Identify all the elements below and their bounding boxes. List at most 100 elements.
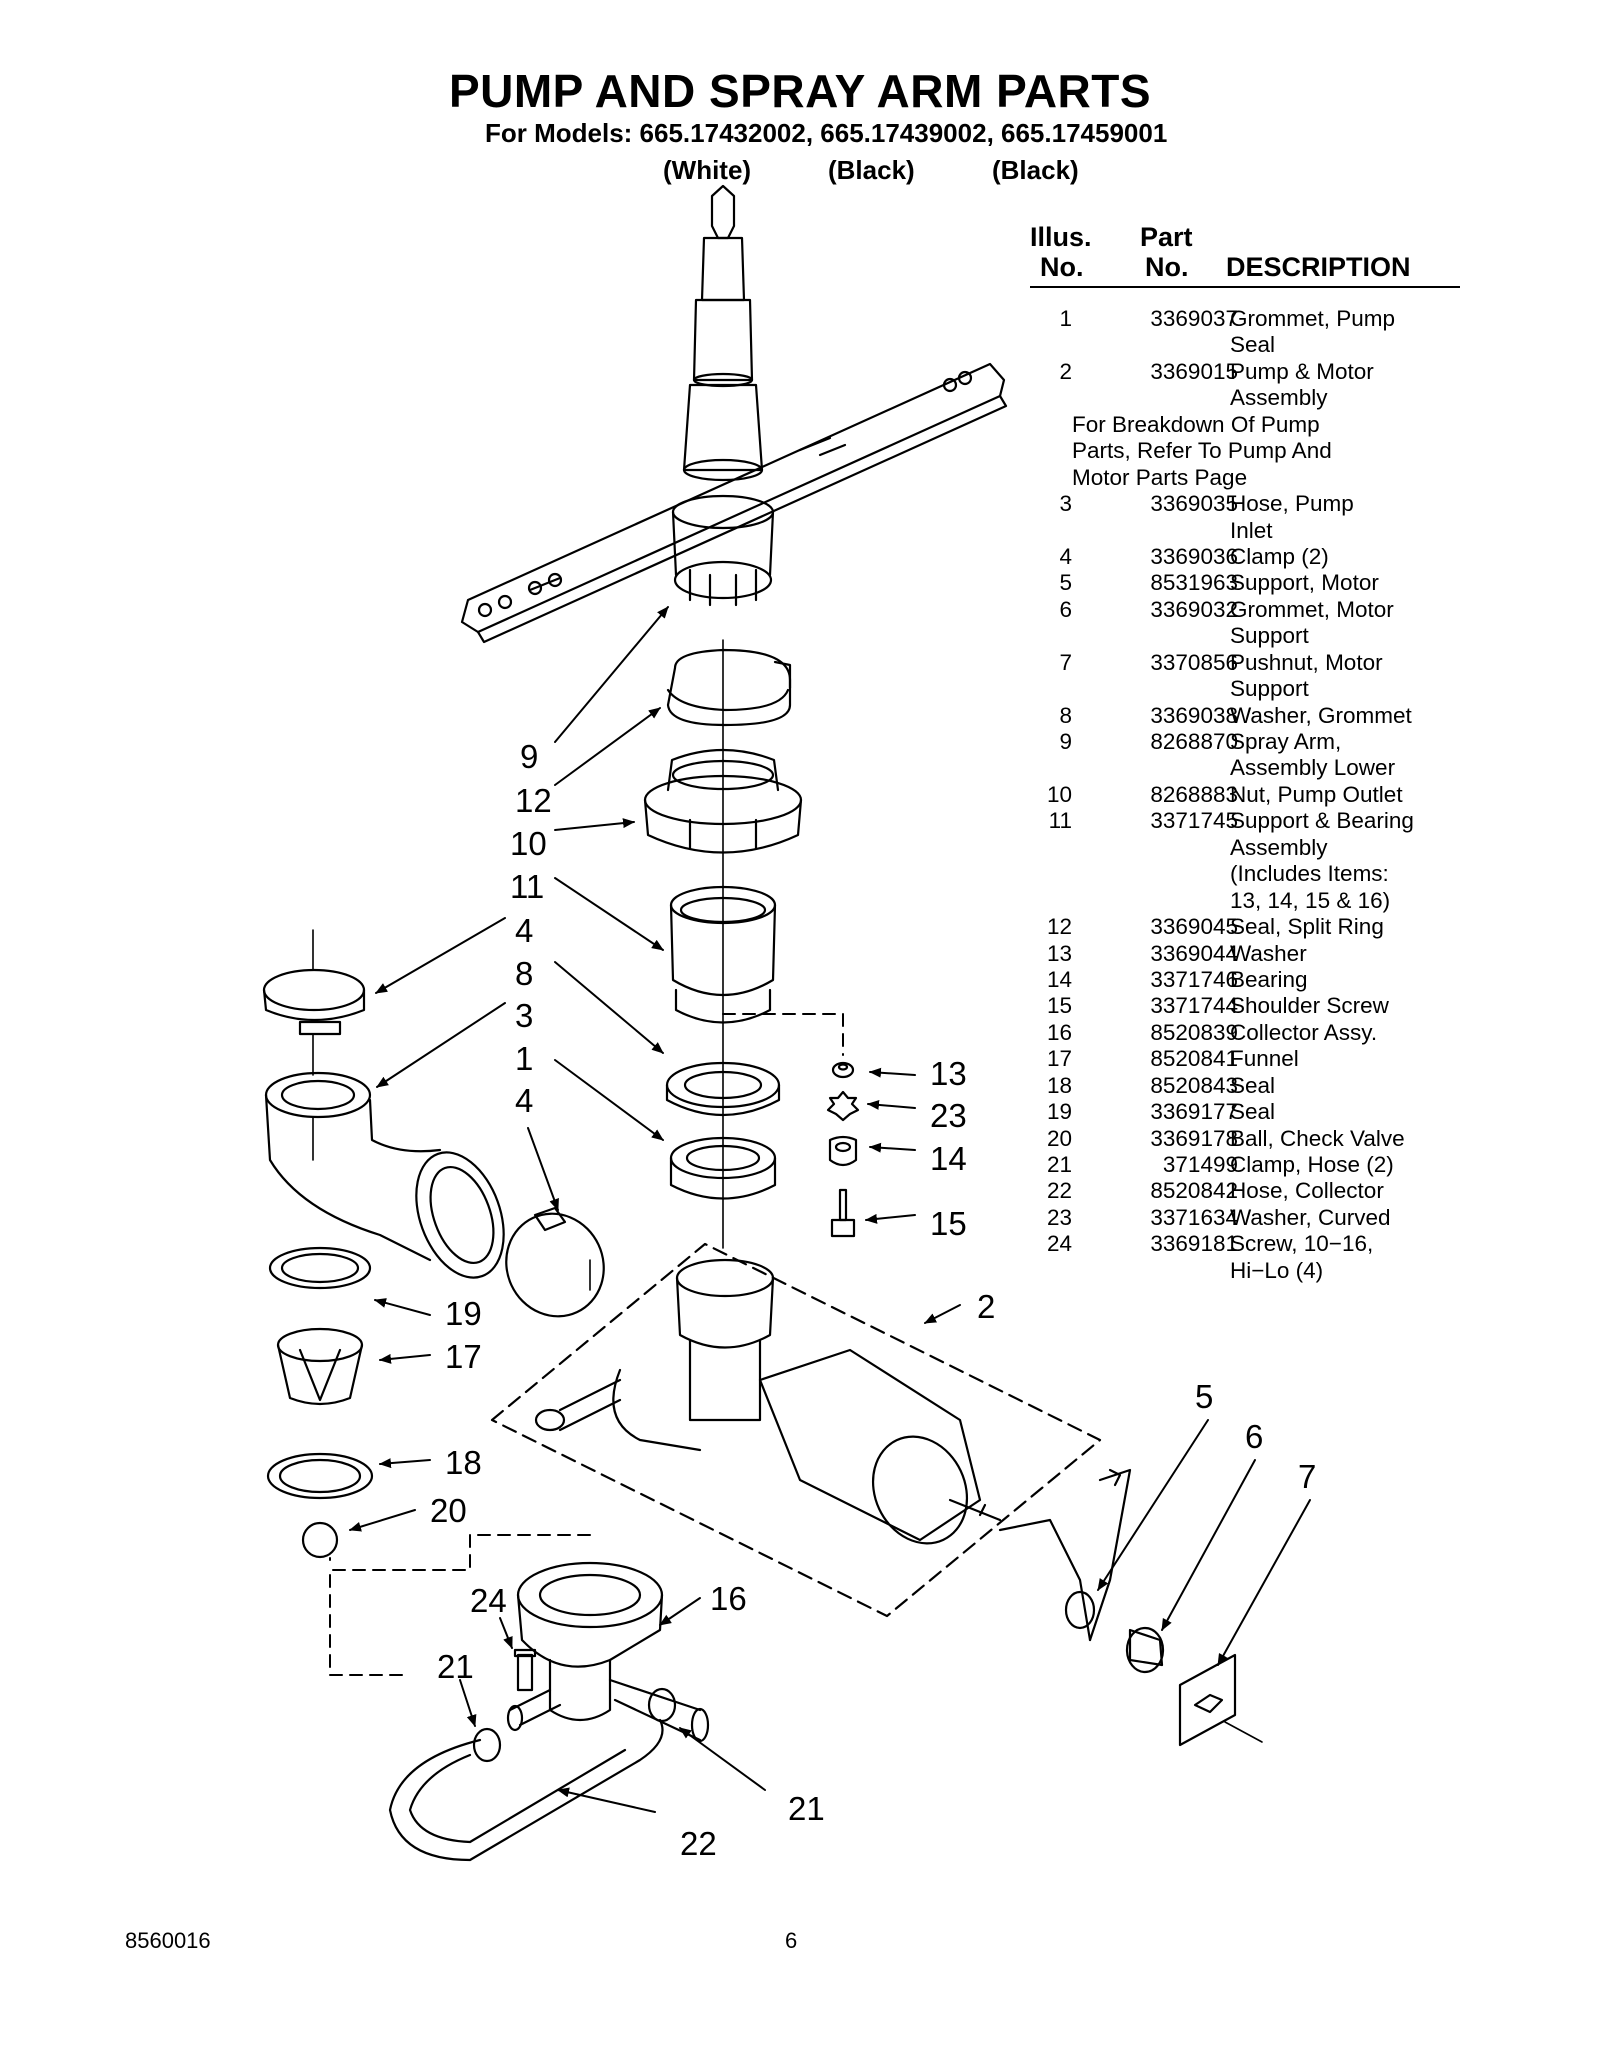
illus-number: 20 <box>1046 1125 1072 1151</box>
clamp-upper-part <box>262 968 366 1036</box>
bearing-screw-parts <box>826 1061 860 1238</box>
callout-number: 16 <box>710 1580 747 1617</box>
callout-number: 2 <box>977 1288 995 1325</box>
parts-table-row: Assembly <box>1030 835 1470 861</box>
description: Grommet, Motor <box>1230 596 1394 622</box>
hose-clamps-part <box>472 1687 677 1763</box>
description: Grommet, Pump <box>1230 306 1396 331</box>
description: Washer <box>1230 940 1307 966</box>
illus-number: 4 <box>1059 543 1072 569</box>
pump-motor-assembly-part <box>490 1242 1102 1618</box>
callout-number: 4 <box>515 912 533 949</box>
callout-number: 11 <box>510 868 544 905</box>
col-part-label: Part <box>1140 222 1193 252</box>
description: Hose, Pump <box>1230 491 1354 517</box>
illus-number: 19 <box>1046 1099 1072 1125</box>
description: Bearing <box>1230 966 1308 992</box>
description-continuation: (Includes Items: <box>1230 861 1389 887</box>
callout-number: 19 <box>445 1295 482 1332</box>
spray-arm-part <box>460 184 1008 644</box>
description: Spray Arm, <box>1230 729 1342 754</box>
part-number: 3369044 <box>1150 940 1238 966</box>
callout-number: 5 <box>1195 1378 1213 1415</box>
illus-number: 3 <box>1059 491 1072 517</box>
leader-lines <box>349 606 1311 1813</box>
collector-assembly-part <box>506 1561 710 1743</box>
illus-number: 5 <box>1059 570 1072 596</box>
callout-number: 23 <box>930 1097 967 1134</box>
part-number: 3369177 <box>1150 1099 1238 1125</box>
document-number: 8560016 <box>125 1928 211 1953</box>
part-number: 371499 <box>1162 1152 1238 1177</box>
part-number: 3369181 <box>1150 1231 1238 1257</box>
illus-number: 2 <box>1059 358 1072 384</box>
description-continuation: Assembly <box>1230 385 1328 411</box>
parts-table-header: Illus. No. Part No. DESCRIPTION <box>1030 222 1460 288</box>
callout-number: 22 <box>680 1825 717 1862</box>
part-number: 3370856 <box>1150 649 1238 675</box>
callout-number: 17 <box>445 1338 482 1375</box>
description: Funnel <box>1230 1046 1299 1072</box>
seal-18-part <box>266 1452 374 1500</box>
illus-number: 21 <box>1046 1152 1072 1177</box>
illus-number: 17 <box>1046 1046 1072 1072</box>
description: Ball, Check Valve <box>1230 1125 1405 1151</box>
description-continuation: Hi−Lo (4) <box>1230 1257 1324 1283</box>
split-ring-seal-part <box>666 648 792 727</box>
description-continuation: Support <box>1230 623 1309 649</box>
parts-table-row: 13, 14, 15 & 16) <box>1030 888 1470 914</box>
model-color-3: (Black) <box>992 155 1079 185</box>
motor-support-pushnut-part <box>1178 1653 1237 1747</box>
parts-table-row: Hi−Lo (4) <box>1030 1258 1470 1284</box>
model-numbers: For Models: 665.17432002, 665.17439002, … <box>485 118 1168 148</box>
seal-19-part <box>268 1246 372 1290</box>
centerlines <box>312 639 1263 1743</box>
description: Pushnut, Motor <box>1230 649 1383 675</box>
part-number: 3371744 <box>1150 993 1238 1019</box>
callout-number: 4 <box>515 1082 533 1119</box>
collector-hose-part <box>388 1718 664 1862</box>
description: Clamp, Hose (2) <box>1230 1152 1394 1177</box>
description-continuation: Inlet <box>1230 517 1273 543</box>
clamp-lower-part <box>505 1206 605 1318</box>
part-number: 3369035 <box>1150 491 1238 517</box>
part-number: 3369015 <box>1150 358 1238 384</box>
description: Washer, Grommet <box>1230 702 1412 728</box>
illus-number: 6 <box>1059 596 1072 622</box>
parts-table-row: Support <box>1030 623 1470 649</box>
callout-number: 6 <box>1245 1418 1263 1455</box>
parts-table-row: Support <box>1030 676 1470 702</box>
illus-number: 12 <box>1046 914 1072 940</box>
callout-number: 21 <box>437 1648 474 1685</box>
callout-number: 12 <box>515 782 552 819</box>
part-number: 8520841 <box>1150 1046 1238 1072</box>
callout-number: 9 <box>520 738 538 775</box>
col-part-no-label: No. <box>1145 252 1189 282</box>
description: Clamp (2) <box>1230 543 1329 569</box>
funnel-part <box>276 1327 364 1406</box>
description-continuation: 13, 14, 15 & 16) <box>1230 887 1391 913</box>
motor-support-grommet-part <box>1125 1626 1165 1674</box>
illus-number: 13 <box>1046 940 1072 966</box>
description: Shoulder Screw <box>1230 993 1389 1019</box>
illus-number: 9 <box>1059 729 1072 754</box>
callout-number: 1 <box>515 1040 533 1077</box>
description: Washer, Curved <box>1230 1204 1391 1230</box>
